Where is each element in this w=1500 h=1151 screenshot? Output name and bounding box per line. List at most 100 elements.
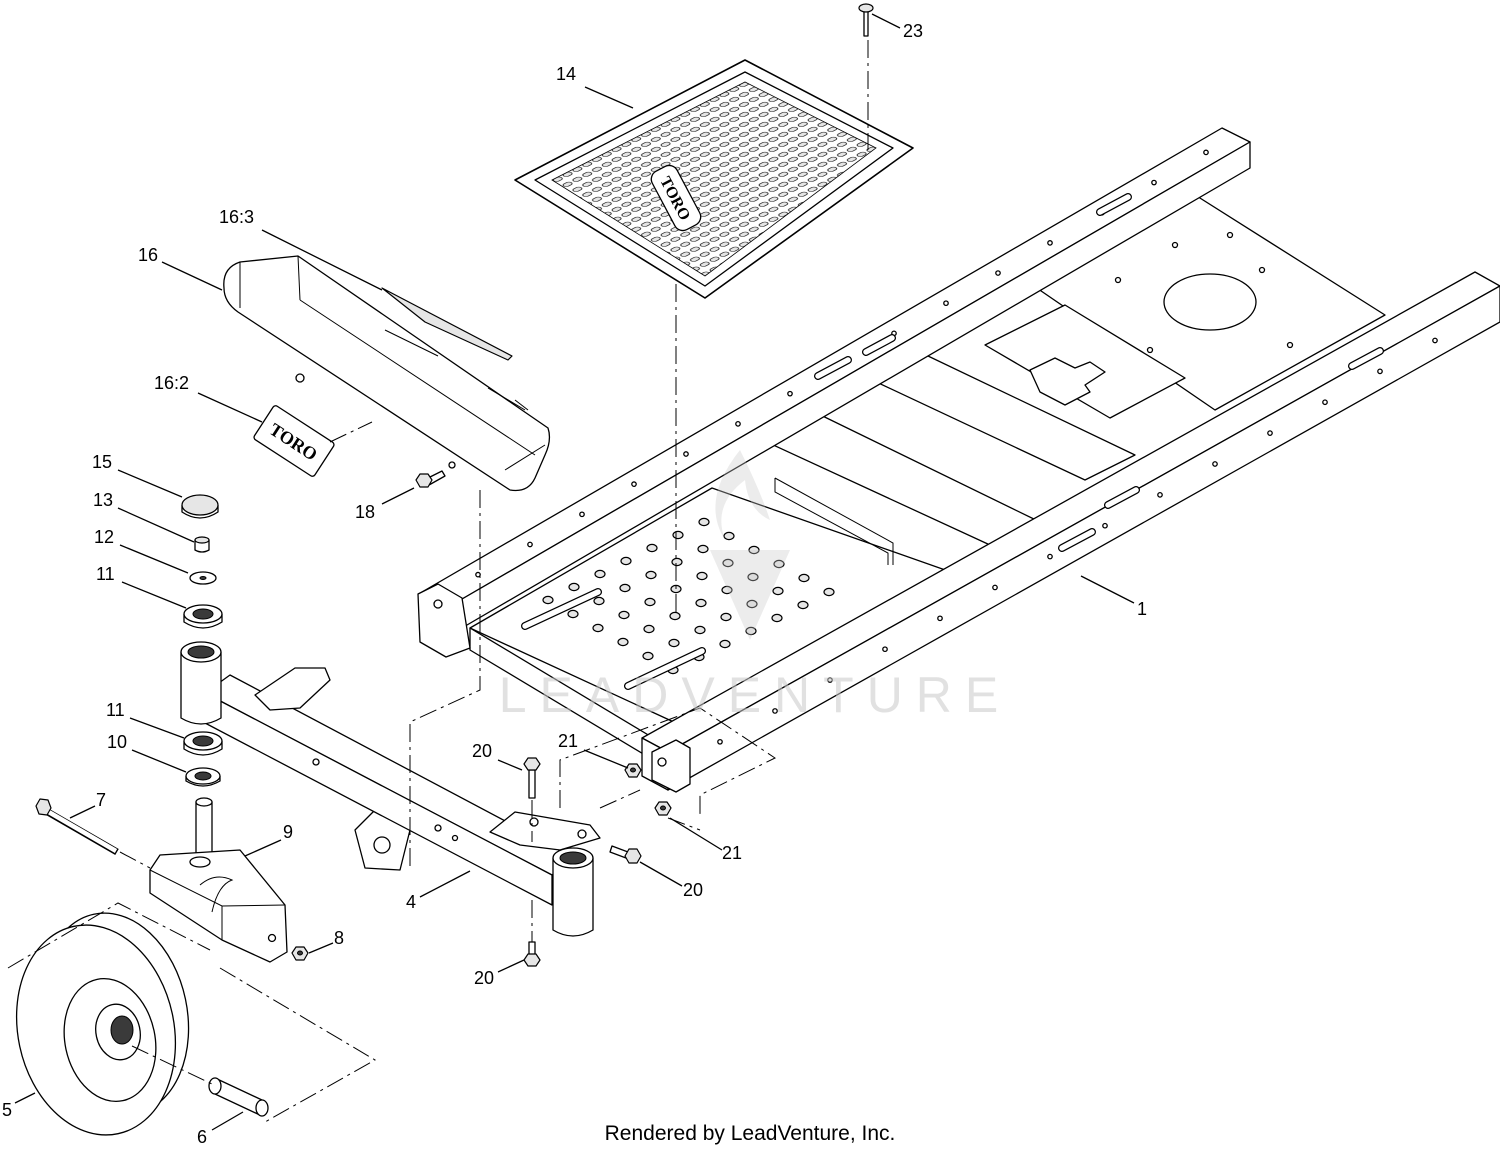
axle-bolt-7 <box>35 798 119 856</box>
callout-label: 21 <box>558 731 578 751</box>
assembly-line <box>599 789 701 831</box>
callout-label: 6 <box>197 1127 207 1147</box>
axle-left-bracket <box>254 667 331 711</box>
bolt-7-shaft-fill <box>45 809 118 853</box>
callout-label: 13 <box>93 490 113 510</box>
bolt-head <box>624 848 642 864</box>
rail-hole <box>1047 240 1053 246</box>
nut-8 <box>291 946 309 961</box>
callout-16-3: 16:3 <box>219 207 383 291</box>
callout-label: 20 <box>472 741 492 761</box>
assembly-line <box>559 707 776 818</box>
nut-13-top <box>194 536 210 544</box>
pan-perforation <box>542 595 554 605</box>
callout-23: 23 <box>871 13 923 41</box>
assembly-line <box>131 1045 213 1085</box>
axle-hole <box>434 824 442 832</box>
bolt-head <box>415 473 433 488</box>
right-rail-holes <box>717 337 1438 745</box>
rail-hole <box>1267 430 1273 436</box>
callouts: 23 14 16:3 16 16:2 15 13 12 11 11 10 7 9… <box>2 13 1147 1147</box>
watermark-flame-icon <box>710 450 790 640</box>
pan-perforation <box>798 573 810 583</box>
left-pivot-tube <box>180 651 222 725</box>
rail-hole <box>787 390 793 397</box>
callout-label: 14 <box>556 64 576 84</box>
pan-perforation <box>594 569 606 579</box>
bolt-20-middle <box>609 845 642 864</box>
pan-perforation <box>747 572 759 582</box>
rail-hole <box>827 677 833 683</box>
pan-perforation <box>773 559 785 569</box>
callout-8: 8 <box>308 928 344 954</box>
rail-hole <box>683 451 689 457</box>
pan-perforation <box>698 517 710 527</box>
callout-label: 1 <box>1137 599 1147 619</box>
nut-hole <box>630 767 636 773</box>
hairpin-clip <box>199 876 234 913</box>
spacer-end <box>208 1077 222 1095</box>
assembly-line <box>7 902 211 969</box>
callout-label: 8 <box>334 928 344 948</box>
toro-decal: TORO <box>253 405 335 477</box>
rail-slot <box>1059 529 1095 551</box>
callout-20-lower: 20 <box>474 959 525 988</box>
control-cover <box>223 255 551 492</box>
floor-mat: TORO <box>514 59 914 299</box>
pan-perforation <box>592 623 604 633</box>
callout-14: 14 <box>556 64 634 109</box>
cover-detail <box>384 329 529 411</box>
mat-logo-plate <box>650 164 702 232</box>
left-rail-slots <box>814 193 1132 380</box>
pan-perforation <box>721 585 733 595</box>
callout-11-upper: 11 <box>96 564 187 609</box>
pan-perforation <box>771 613 783 623</box>
bolt-23 <box>858 3 874 37</box>
caster-wheel <box>15 912 190 1136</box>
pan-perforation <box>745 626 757 636</box>
pan-perforation <box>722 558 734 568</box>
callout-18: 18 <box>355 487 415 522</box>
nut-21-lower <box>654 801 672 816</box>
floor-pan-perforations <box>542 517 835 675</box>
bolt-20-upper <box>523 757 541 799</box>
callout-label: 16:2 <box>154 373 189 393</box>
pan-perforation <box>642 651 654 661</box>
assembly-line <box>219 967 376 1123</box>
pan-perforation <box>672 530 684 540</box>
floor-pan-slots <box>521 588 706 690</box>
callout-label: 16 <box>138 245 158 265</box>
rail-slot <box>1349 348 1383 369</box>
rail-hole <box>1157 491 1163 498</box>
plate-hole <box>1226 231 1234 239</box>
pan-perforation <box>646 543 658 553</box>
pan-perforation <box>696 571 708 581</box>
callout-label: 15 <box>92 452 112 472</box>
pan-perforation <box>620 556 632 566</box>
callout-label: 21 <box>722 843 742 863</box>
right-pivot-tube <box>552 857 594 937</box>
floor-pan-flange <box>774 477 894 565</box>
callout-label: 5 <box>2 1100 12 1120</box>
callout-10: 10 <box>107 732 187 773</box>
watermark-text: LEADVENTURE <box>499 667 1012 723</box>
bearing-11-lower-bore <box>192 735 214 747</box>
rail-slot <box>1105 487 1139 508</box>
bolt-head <box>523 953 541 967</box>
front-axle <box>180 641 601 937</box>
footer-credit: Rendered by LeadVenture, Inc. <box>605 1122 896 1145</box>
pan-perforation <box>823 587 835 597</box>
left-pivot-tube-bore <box>187 645 215 659</box>
watermark: LEADVENTURE <box>499 450 1012 723</box>
bolt-20-lower <box>523 941 541 967</box>
rail-hole <box>579 511 585 518</box>
callout-11-lower: 11 <box>106 700 185 739</box>
pan-perforation <box>746 599 758 609</box>
caster-fork <box>149 849 288 963</box>
fork-spindle-hole <box>189 856 211 868</box>
bracket-hole <box>529 817 539 827</box>
floor-mat-tread <box>551 81 877 277</box>
fork-axle-hole <box>267 933 277 943</box>
callout-label: 23 <box>903 21 923 41</box>
spacer-end <box>255 1099 269 1117</box>
